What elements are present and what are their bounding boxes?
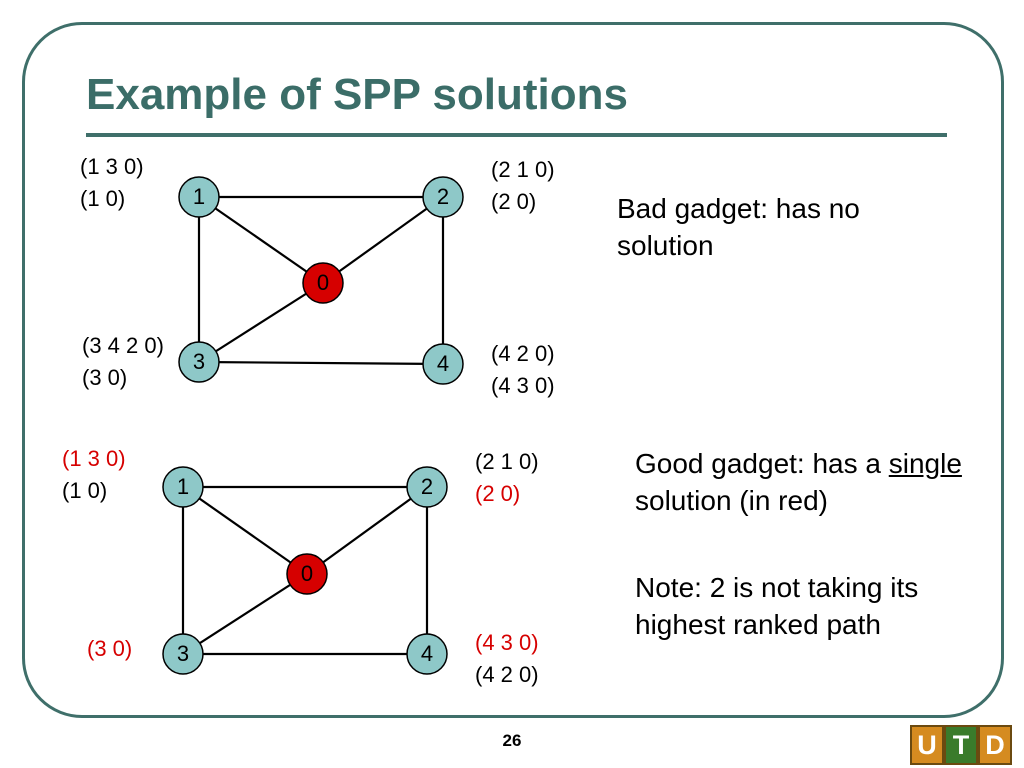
slide-frame: [22, 22, 1004, 718]
bad-edge-1-0: [198, 196, 324, 284]
path-entry: (1 3 0): [62, 446, 126, 471]
good-edge-2-0: [306, 486, 428, 575]
good-node1-paths: (1 3 0) (1 0): [62, 443, 126, 507]
page-number: 26: [502, 731, 522, 750]
bad-node-2: 2: [422, 176, 464, 218]
good-node-1: 1: [162, 466, 204, 508]
bad-edge-3-4: [198, 360, 444, 366]
bad-node3-paths: (3 4 2 0) (3 0): [82, 330, 164, 394]
bad-node4-paths: (4 2 0) (4 3 0): [491, 338, 555, 402]
logo-letter: T: [944, 725, 978, 765]
bad-node-3: 3: [178, 341, 220, 383]
node-circle: [302, 262, 344, 304]
underlined-word: single: [888, 448, 962, 479]
good-node3-paths: (3 0): [87, 633, 132, 665]
path-entry: (4 3 0): [491, 373, 555, 398]
title-underline: [86, 133, 947, 137]
good-edge-1-0: [182, 486, 308, 575]
good-edge-3-0: [182, 573, 308, 655]
note-text: Note: 2 is not taking its highest ranked…: [635, 572, 919, 640]
path-entry: (2 1 0): [491, 157, 555, 182]
node-circle: [162, 633, 204, 675]
bad-node1-paths: (1 3 0) (1 0): [80, 151, 144, 215]
path-entry: (4 3 0): [475, 630, 539, 655]
path-entry: (2 0): [491, 189, 537, 214]
path-entry: (3 0): [82, 365, 128, 390]
path-entry: (1 3 0): [80, 154, 144, 179]
node-circle: [178, 176, 220, 218]
node-label: 2: [437, 184, 449, 209]
path-entry: (3 0): [87, 636, 133, 661]
path-entry: (1 0): [62, 478, 108, 503]
node-label: 2: [421, 474, 433, 499]
path-entry: (4 2 0): [475, 662, 539, 687]
good-gadget-description: Good gadget: has a single solution (in r…: [635, 448, 962, 516]
node-circle: [162, 466, 204, 508]
node-label: 0: [317, 270, 329, 295]
bad-node-1: 1: [178, 176, 220, 218]
bad-edge-3-0: [198, 282, 324, 363]
logo-letter: D: [978, 725, 1012, 765]
node-circle: [422, 176, 464, 218]
bad-node-0: 0: [302, 262, 344, 304]
path-entry: (4 2 0): [491, 341, 555, 366]
good-node-2: 2: [406, 466, 448, 508]
path-entry: (2 1 0): [475, 449, 539, 474]
node-label: 3: [193, 349, 205, 374]
node-label: 1: [193, 184, 205, 209]
node-circle: [406, 466, 448, 508]
bad-gadget-description: Bad gadget: has no solution: [617, 193, 860, 261]
utd-logo: U T D: [910, 725, 1012, 765]
good-node-4: 4: [406, 633, 448, 675]
slide-title: Example of SPP solutions: [86, 70, 628, 119]
logo-letter: U: [910, 725, 944, 765]
bad-edge-2-0: [322, 196, 444, 284]
node-label: 0: [301, 561, 313, 586]
path-entry: (1 0): [80, 186, 126, 211]
node-label: 4: [421, 641, 433, 666]
node-label: 3: [177, 641, 189, 666]
node-circle: [406, 633, 448, 675]
node-circle: [422, 343, 464, 385]
good-node2-paths: (2 1 0) (2 0): [475, 446, 539, 510]
good-node-3: 3: [162, 633, 204, 675]
path-entry: (2 0): [475, 481, 521, 506]
node-label: 1: [177, 474, 189, 499]
node-circle: [286, 553, 328, 595]
path-entry: (3 4 2 0): [82, 333, 164, 358]
node-circle: [178, 341, 220, 383]
node-label: 4: [437, 351, 449, 376]
bad-node2-paths: (2 1 0) (2 0): [491, 154, 555, 218]
bad-node-4: 4: [422, 343, 464, 385]
good-node4-paths: (4 3 0) (4 2 0): [475, 627, 539, 691]
good-node-0: 0: [286, 553, 328, 595]
